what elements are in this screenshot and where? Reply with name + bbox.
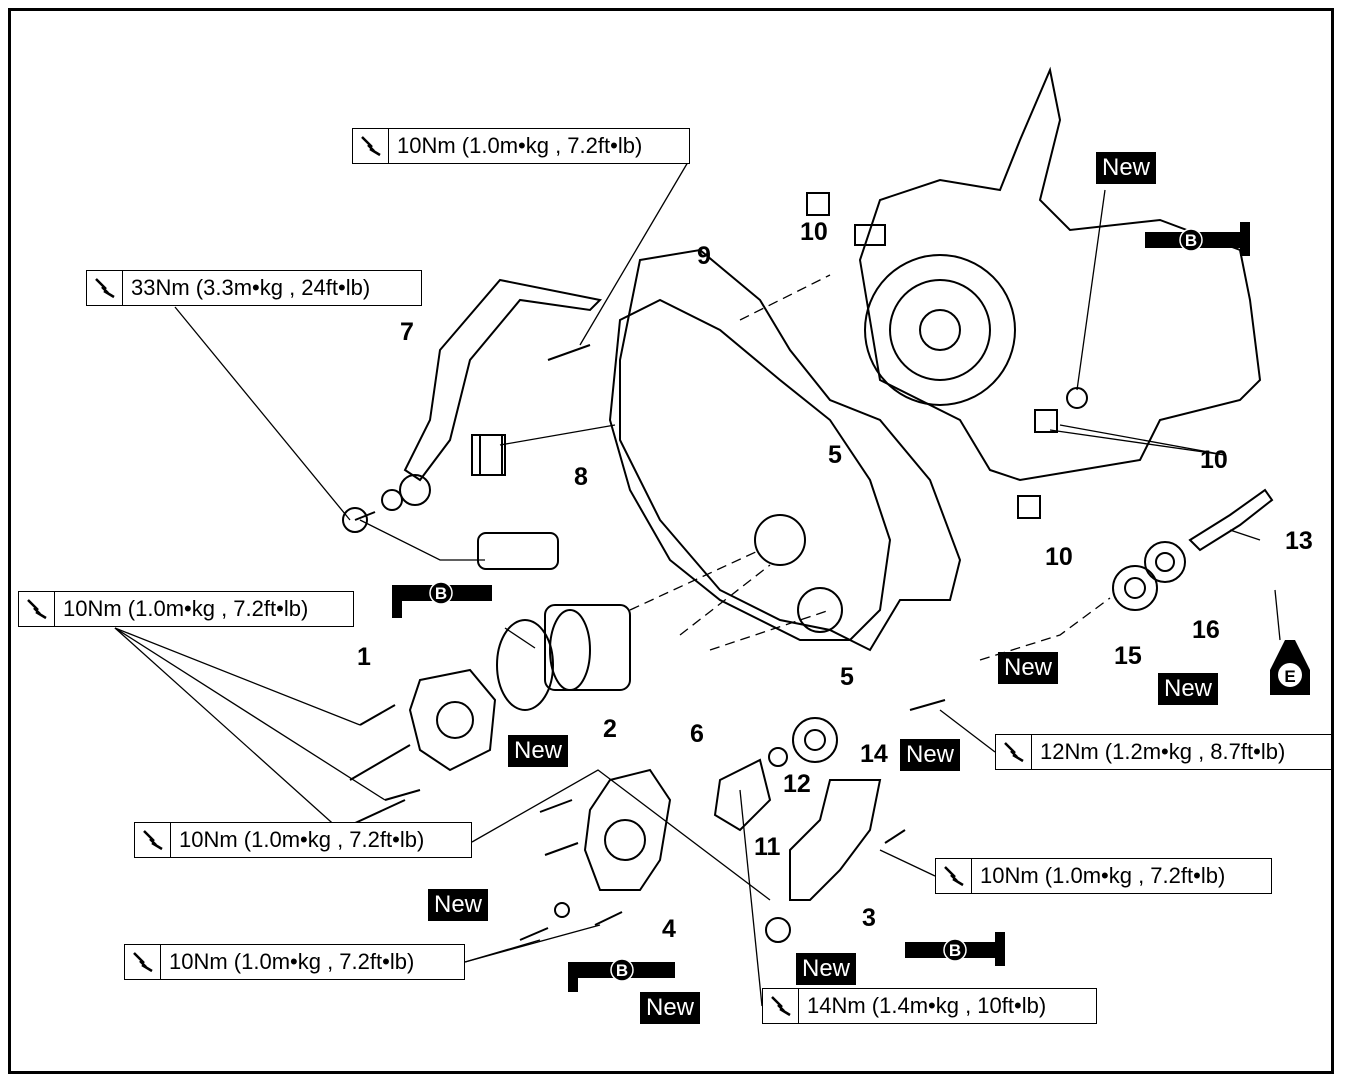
torque-spec-box: 33Nm (3.3m•kg , 24ft•lb) — [86, 270, 422, 306]
bearing-15 — [1112, 565, 1158, 611]
kick-starter — [403, 278, 603, 482]
part-number: 13 — [1285, 527, 1313, 555]
part-number: 14 — [860, 740, 888, 768]
part-number: 9 — [697, 242, 711, 270]
torque-wrench-icon — [87, 271, 123, 305]
new-tag: New — [998, 652, 1059, 684]
impeller — [713, 758, 772, 832]
part-number: 4 — [662, 915, 676, 943]
water-pump-housing — [583, 768, 672, 891]
torque-spec-box: 10Nm (1.0m•kg , 7.2ft•lb) — [352, 128, 690, 164]
torque-wrench-icon — [763, 989, 799, 1023]
torque-value: 33Nm (3.3m•kg , 24ft•lb) — [131, 275, 371, 300]
torque-spec-box: 12Nm (1.2m•kg , 8.7ft•lb) — [995, 734, 1332, 770]
oil-e-icon — [1270, 640, 1310, 695]
grease-label-3: B — [949, 941, 961, 960]
part-number: 7 — [400, 318, 414, 346]
bearing-16 — [1144, 541, 1186, 583]
grease-b-icon-4 — [568, 958, 675, 992]
part-number: 10 — [800, 218, 828, 246]
torque-wrench-icon — [19, 592, 55, 626]
clutch-housing — [864, 254, 1016, 406]
part-number: 6 — [690, 720, 704, 748]
kick-shaft — [1188, 488, 1274, 552]
torque-wrench-icon — [353, 129, 389, 163]
torque-wrench-icon — [936, 859, 972, 893]
part-number: 1 — [357, 643, 371, 671]
torque-wrench-icon — [135, 823, 171, 857]
grease-b-icon-3 — [905, 932, 1005, 966]
torque-spec-box: 14Nm (1.4m•kg , 10ft•lb) — [762, 988, 1097, 1024]
new-tag: New — [1158, 673, 1219, 705]
gasket — [619, 248, 962, 652]
crankcase-outline — [858, 66, 1262, 482]
part-number: 15 — [1114, 642, 1142, 670]
part-number: 11 — [754, 833, 781, 861]
new-tag: New — [796, 953, 857, 985]
right-crankcase-cover — [608, 298, 892, 641]
bearing-14 — [792, 717, 838, 763]
diagram-frame — [8, 8, 1334, 1074]
part-number: 10 — [1200, 446, 1228, 474]
part-number: 3 — [862, 904, 876, 932]
new-tag: New — [640, 992, 701, 1024]
grease-label-1: B — [435, 584, 447, 603]
oil-label: E — [1284, 667, 1295, 686]
grease-label-2: B — [1185, 231, 1197, 250]
torque-value: 10Nm (1.0m•kg , 7.2ft•lb) — [169, 949, 415, 974]
grease-b-icon-1 — [392, 581, 492, 618]
oil-filter-cover — [408, 668, 497, 772]
part-number: 8 — [574, 463, 588, 491]
new-tag: New — [900, 739, 961, 771]
torque-value: 10Nm (1.0m•kg , 7.2ft•lb) — [63, 596, 309, 621]
torque-wrench-icon — [996, 735, 1032, 769]
grease-label-4: B — [616, 961, 628, 980]
torque-value: 10Nm (1.0m•kg , 7.2ft•lb) — [397, 133, 643, 158]
torque-value: 14Nm (1.4m•kg , 10ft•lb) — [807, 993, 1047, 1018]
kick-pad — [477, 532, 559, 570]
torque-spec-box: 10Nm (1.0m•kg , 7.2ft•lb) — [124, 944, 465, 980]
part-number: 16 — [1192, 616, 1220, 644]
torque-value: 10Nm (1.0m•kg , 7.2ft•lb) — [179, 827, 425, 852]
torque-value: 10Nm (1.0m•kg , 7.2ft•lb) — [980, 863, 1226, 888]
water-outlet-pipe — [789, 779, 882, 901]
torque-spec-box: 10Nm (1.0m•kg , 7.2ft•lb) — [134, 822, 472, 858]
part-number: 10 — [1045, 543, 1073, 571]
oil-filter — [544, 604, 631, 691]
torque-spec-box: 10Nm (1.0m•kg , 7.2ft•lb) — [18, 591, 354, 627]
part-number: 5 — [840, 663, 854, 691]
grease-b-icon-2 — [1145, 222, 1250, 256]
torque-wrench-icon — [125, 945, 161, 979]
torque-value: 12Nm (1.2m•kg , 8.7ft•lb) — [1040, 739, 1286, 764]
new-tag: New — [508, 735, 569, 767]
o-ring — [496, 619, 554, 711]
part-number: 2 — [603, 715, 617, 743]
torque-spec-box: 10Nm (1.0m•kg , 7.2ft•lb) — [935, 858, 1272, 894]
part-number: 12 — [783, 770, 811, 798]
new-tag: New — [428, 889, 489, 921]
new-tag: New — [1096, 152, 1157, 184]
part-number: 5 — [828, 441, 842, 469]
